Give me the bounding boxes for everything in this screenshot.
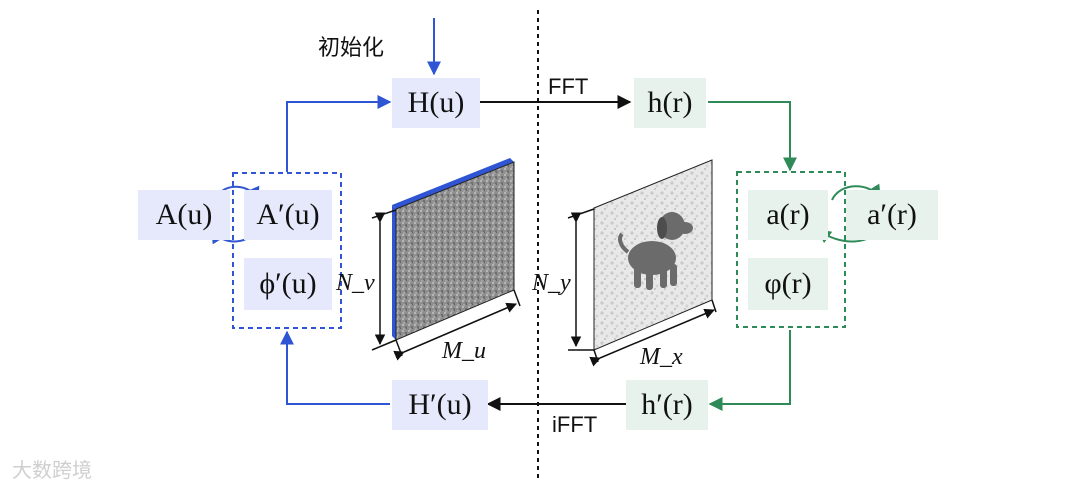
left-dim-bottom — [371, 339, 397, 351]
ifft-label: iFFT — [552, 412, 598, 437]
right-width-tick2 — [711, 299, 717, 313]
right-width-tick — [593, 349, 599, 363]
fft-label: FFT — [548, 74, 589, 99]
right-width-arrow — [589, 308, 715, 367]
image-panel — [593, 159, 713, 351]
dim-left-width: M_u — [442, 338, 486, 364]
node-h-r: h(r) — [634, 78, 706, 128]
dim-right-height: N_y — [532, 270, 571, 296]
green-path-top — [708, 101, 797, 172]
node-a-r: a(r) — [748, 190, 828, 240]
left-width-tick2 — [513, 289, 521, 307]
left-width-arrow — [393, 302, 517, 361]
right-group-box — [736, 171, 846, 328]
init-label: 初始化 — [318, 35, 385, 60]
node-phip-u: ϕ′(u) — [244, 258, 332, 310]
blue-feedback-top — [286, 95, 392, 172]
node-A-u: A(u) — [138, 190, 230, 240]
node-hp-r: h′(r) — [626, 380, 708, 430]
node-Hp-u: H′(u) — [392, 380, 488, 430]
right-dim-top — [567, 208, 595, 219]
dog-image — [618, 212, 693, 290]
node-H-u: H(u) — [392, 78, 480, 128]
dim-left-height: N_v — [336, 270, 375, 296]
left-group-box — [232, 172, 342, 329]
left-width-tick — [395, 339, 403, 357]
node-Ap-u: A′(u) — [244, 190, 332, 240]
node-phi-r: φ(r) — [748, 258, 828, 310]
watermark: 大数跨境 — [12, 458, 92, 482]
green-path-bottom — [708, 330, 791, 411]
dim-right-width: M_x — [640, 344, 683, 370]
node-ap-r: a′(r) — [846, 190, 938, 240]
blue-feedback-bottom — [280, 330, 390, 405]
